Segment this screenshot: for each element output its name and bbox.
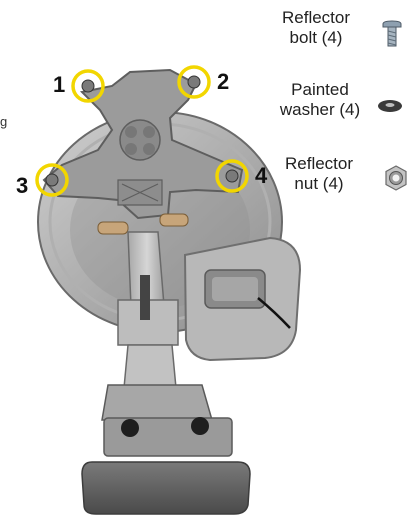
reflector-bracket <box>42 68 244 220</box>
edge-text-fragment: g <box>0 114 8 129</box>
painted-washer-label-line1: Painted <box>291 80 349 99</box>
reflector-bolt-label: Reflector bolt (4) <box>276 8 356 48</box>
painted-washer-label-line2: washer (4) <box>279 100 361 119</box>
reflector-nut-label: Reflector nut (4) <box>278 154 360 194</box>
bolt-position-4 <box>215 159 249 193</box>
reflector-bolt-label-line2: bolt (4) <box>289 28 343 47</box>
painted-washer-label: Painted washer (4) <box>272 80 368 120</box>
lnb-housing <box>183 236 302 362</box>
bolt-icon <box>382 20 402 47</box>
reflector-nut-label-line1: Reflector <box>284 154 354 173</box>
callout-number-4: 4 <box>255 163 268 188</box>
mast-clamp <box>101 344 233 457</box>
tension-springs <box>97 213 189 235</box>
nut-icon <box>385 165 407 191</box>
bolt-position-2 <box>177 65 211 99</box>
bolt-position-3 <box>35 163 69 197</box>
callout-number-2: 2 <box>217 69 230 94</box>
mount-arm <box>117 231 179 366</box>
callout-number-1: 1 <box>53 72 66 97</box>
reflector-nut-label-line2: nut (4) <box>294 174 344 193</box>
mount-base <box>81 461 251 515</box>
washer-icon <box>378 100 402 112</box>
reflector-bolt-label-line1: Reflector <box>281 8 351 27</box>
callout-number-3: 3 <box>16 173 29 198</box>
bolt-position-1 <box>71 69 105 103</box>
